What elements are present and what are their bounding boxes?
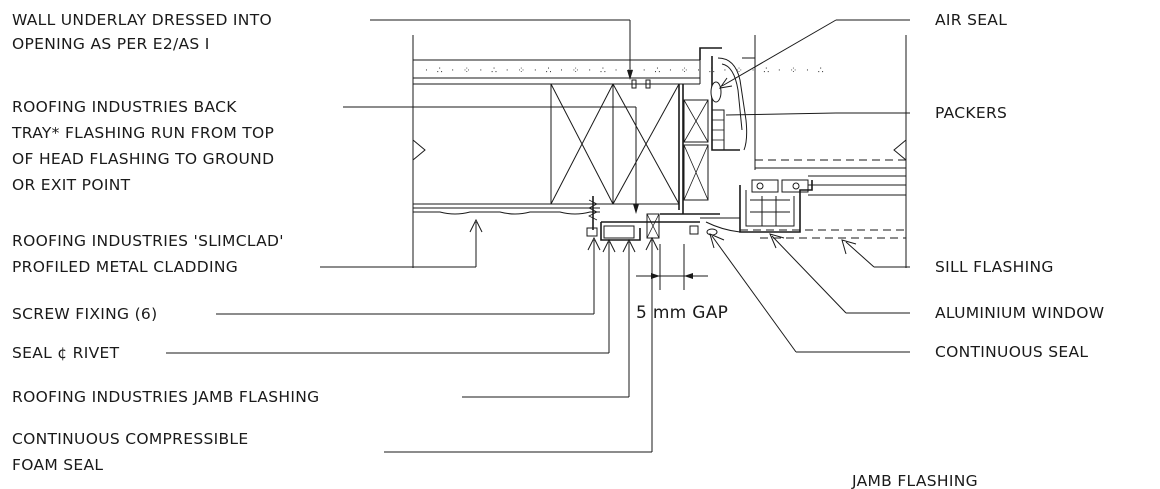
left-labels: WALL UNDERLAY DRESSED INTO OPENING AS PE… [11, 11, 319, 474]
label-back-tray-3: OF HEAD FLASHING TO GROUND [12, 150, 274, 168]
wall-lining-band: · ∴ · ⁘ · ∴ · ⁘ · ∴ · ⁘ · ∴ · ⁘ · ∴ · ⁘ … [413, 59, 826, 85]
label-slimclad-1: ROOFING INDUSTRIES 'SLIMCLAD' [12, 232, 284, 250]
drawing-title: JAMB FLASHING [851, 472, 978, 489]
air-seal-assembly [710, 35, 756, 170]
wall-section: · ∴ · ⁘ · ∴ · ⁘ · ∴ · ⁘ · ∴ · ⁘ · ∴ · ⁘ … [412, 35, 907, 268]
gap-dimension [636, 244, 708, 290]
label-foam-seal-1: CONTINUOUS COMPRESSIBLE [12, 430, 248, 448]
label-packers: PACKERS [935, 104, 1007, 122]
label-gap: 5 mm GAP [636, 303, 728, 323]
sill-flashing-lines [740, 159, 906, 239]
profiled-cladding [413, 211, 600, 215]
jamb-flashing [586, 47, 740, 241]
label-foam-seal-2: FOAM SEAL [12, 456, 103, 474]
label-slimclad-2: PROFILED METAL CLADDING [12, 258, 238, 276]
aluminium-window-frame [705, 179, 906, 236]
label-wall-underlay-2: OPENING AS PER E2/AS I [12, 35, 210, 53]
label-back-tray-1: ROOFING INDUSTRIES BACK [12, 98, 237, 116]
label-seal-rivet: SEAL ¢ RIVET [12, 344, 120, 362]
timber-framing [550, 79, 709, 230]
label-continuous-seal: CONTINUOUS SEAL [935, 343, 1088, 361]
break-symbol-right [893, 139, 907, 161]
label-screw-fixing: SCREW FIXING (6) [12, 305, 157, 323]
right-labels: AIR SEAL PACKERS SILL FLASHING ALUMINIUM… [851, 11, 1104, 489]
svg-text:· ∴ · ⁘ · ∴ · ⁘ · ∴ · ⁘ · ∴ ·: · ∴ · ⁘ · ∴ · ⁘ · ∴ · ⁘ · ∴ · ⁘ · ∴ · ⁘ … [425, 66, 826, 76]
label-back-tray-2: TRAY* FLASHING RUN FROM TOP [11, 124, 274, 142]
leader-lines [166, 19, 910, 453]
label-jamb-flashing: ROOFING INDUSTRIES JAMB FLASHING [12, 388, 319, 406]
air-seal-bead [710, 81, 722, 103]
label-aluminium-window: ALUMINIUM WINDOW [935, 304, 1104, 322]
break-symbol-left [412, 139, 426, 161]
label-air-seal: AIR SEAL [935, 11, 1007, 29]
label-wall-underlay-1: WALL UNDERLAY DRESSED INTO [12, 11, 272, 29]
label-back-tray-4: OR EXIT POINT [12, 176, 131, 194]
label-sill-flashing: SILL FLASHING [935, 258, 1054, 276]
